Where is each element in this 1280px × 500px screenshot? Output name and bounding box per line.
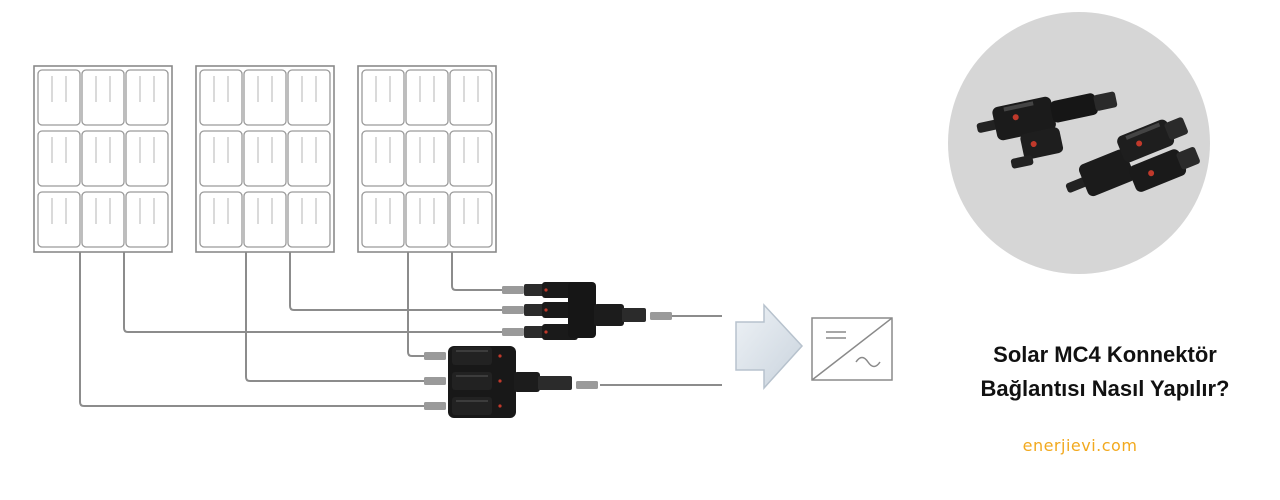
cable-wire bbox=[451, 252, 506, 291]
website-link[interactable]: enerjievi.com bbox=[1022, 436, 1138, 455]
cable-wire bbox=[79, 252, 428, 407]
cable-wire bbox=[289, 252, 506, 311]
title-line-2: Bağlantısı Nasıl Yapılır? bbox=[980, 376, 1230, 401]
wiring-diagram bbox=[33, 65, 893, 418]
cable-wire bbox=[245, 252, 428, 382]
solar-panel-icon bbox=[33, 65, 173, 253]
solar-panel-icon bbox=[357, 65, 497, 253]
inverter-icon bbox=[811, 317, 893, 381]
mc4-branch-connector-icon bbox=[424, 346, 598, 418]
mc4-branch-connector-icon bbox=[976, 91, 1200, 197]
product-photo-circle bbox=[948, 12, 1210, 274]
mc4-branch-connector-icon bbox=[502, 282, 672, 340]
arrow-right-icon bbox=[735, 303, 804, 390]
solar-panel-icon bbox=[195, 65, 335, 253]
cable-wire bbox=[123, 252, 506, 333]
title-line-1: Solar MC4 Konnektör bbox=[993, 342, 1217, 367]
page-title: Solar MC4 Konnektör Bağlantısı Nasıl Yap… bbox=[930, 338, 1280, 406]
cable-wire bbox=[407, 252, 428, 357]
